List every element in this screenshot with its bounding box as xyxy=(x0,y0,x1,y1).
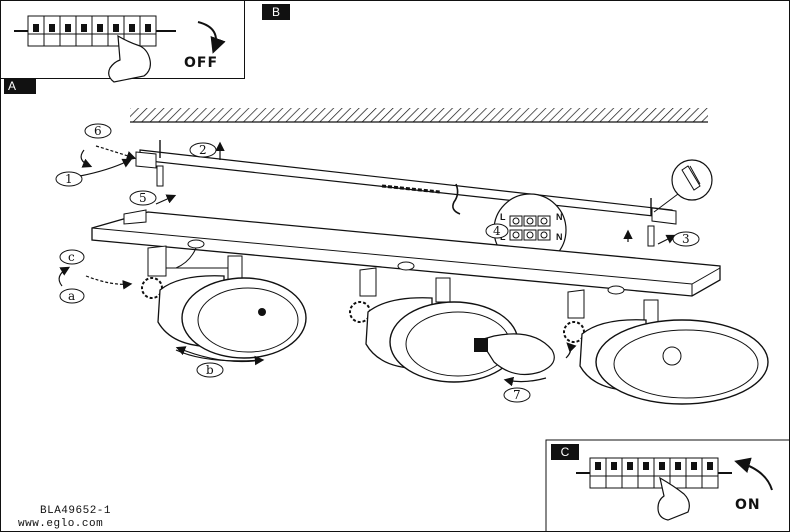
mark-c: c xyxy=(68,250,75,264)
terminal-letter-n: N xyxy=(556,232,563,242)
terminal-letter-n: N xyxy=(556,212,563,222)
mark-b: b xyxy=(206,363,214,377)
step-2: 2 xyxy=(199,143,207,157)
hand-icon xyxy=(657,476,690,521)
spotlight-right xyxy=(563,285,769,405)
screw-icon xyxy=(647,198,655,247)
rotate-arrow-icon xyxy=(734,457,773,491)
spotlight-middle xyxy=(349,261,555,383)
screw-icon xyxy=(156,140,164,187)
step-6: 6 xyxy=(94,124,102,138)
supply-cable xyxy=(452,183,461,215)
step-5: 5 xyxy=(139,191,147,205)
switch-on-label: ON xyxy=(735,497,761,513)
breaker-block-icon xyxy=(576,457,732,489)
ceiling xyxy=(130,108,708,122)
hand-icon xyxy=(108,34,151,83)
panel-b-switch-off xyxy=(0,0,245,83)
panel-label-c: C xyxy=(551,444,579,460)
bulb-icon xyxy=(474,333,555,375)
step-1: 1 xyxy=(65,172,73,186)
switch-off-label: OFF xyxy=(184,55,219,71)
step-callouts: 6 1 2 5 3 4 c a b 7 xyxy=(55,123,700,403)
fixture-body xyxy=(91,209,721,297)
step-3: 3 xyxy=(682,232,690,246)
mark-a: a xyxy=(68,289,75,303)
mounting-bracket xyxy=(135,149,677,225)
step-4: 4 xyxy=(493,224,501,238)
spotlight-left xyxy=(141,239,307,359)
terminal-letter-l: L xyxy=(500,212,506,222)
step-7: 7 xyxy=(513,388,521,402)
model-number: BLA49652-1 xyxy=(40,505,112,517)
instruction-arrows xyxy=(58,141,677,387)
panel-label-b: B xyxy=(262,4,290,20)
dowel-detail-callout xyxy=(653,159,713,213)
panel-c-switch-on xyxy=(545,439,790,532)
website: www.eglo.com xyxy=(18,518,104,530)
breaker-block-icon xyxy=(14,15,176,47)
rotate-arrow-icon xyxy=(197,21,226,54)
panel-label-a: A xyxy=(4,78,36,94)
